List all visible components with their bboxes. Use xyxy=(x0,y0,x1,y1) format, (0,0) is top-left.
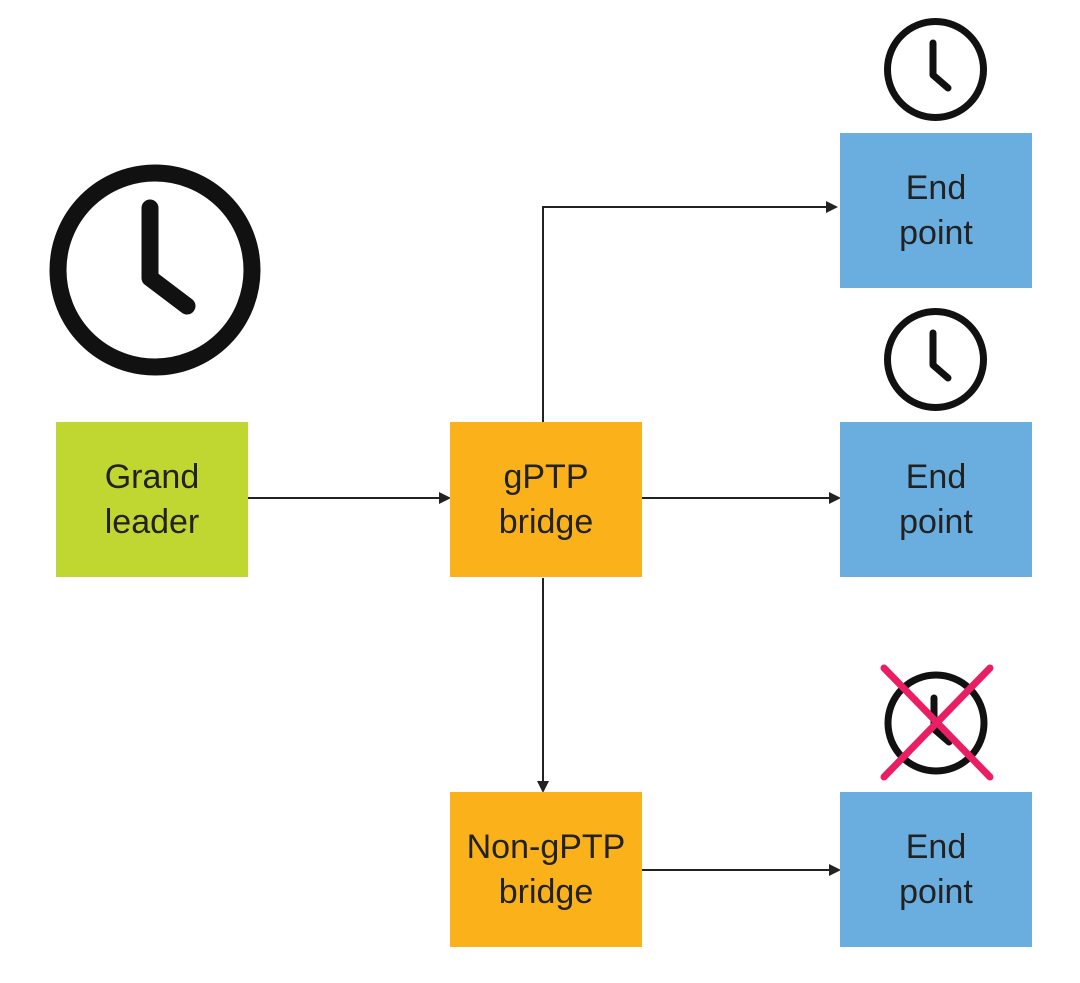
end-point-node-bottom: End point xyxy=(840,792,1032,947)
clock-icon xyxy=(884,18,987,121)
non-gptp-bridge-label: Non-gPTP bridge xyxy=(466,827,626,911)
no-clock-sync-icon xyxy=(880,664,994,781)
non-gptp-bridge-node: Non-gPTP bridge xyxy=(450,792,642,947)
gptp-bridge-node: gPTP bridge xyxy=(450,422,642,577)
end-point-label-middle: End point xyxy=(899,457,973,541)
end-point-node-middle: End point xyxy=(840,422,1032,577)
gptp-bridge-label: gPTP bridge xyxy=(498,457,594,541)
grand-leader-label: Grand leader xyxy=(104,457,200,541)
end-point-label-bottom: End point xyxy=(899,827,973,911)
grand-leader-node: Grand leader xyxy=(56,422,248,577)
end-point-label-top: End point xyxy=(899,168,973,252)
clock-icon xyxy=(49,164,261,376)
end-point-node-top: End point xyxy=(840,133,1032,288)
clock-icon xyxy=(884,308,987,411)
arrow-gptp-bridge-to-end-point-top xyxy=(542,201,838,422)
